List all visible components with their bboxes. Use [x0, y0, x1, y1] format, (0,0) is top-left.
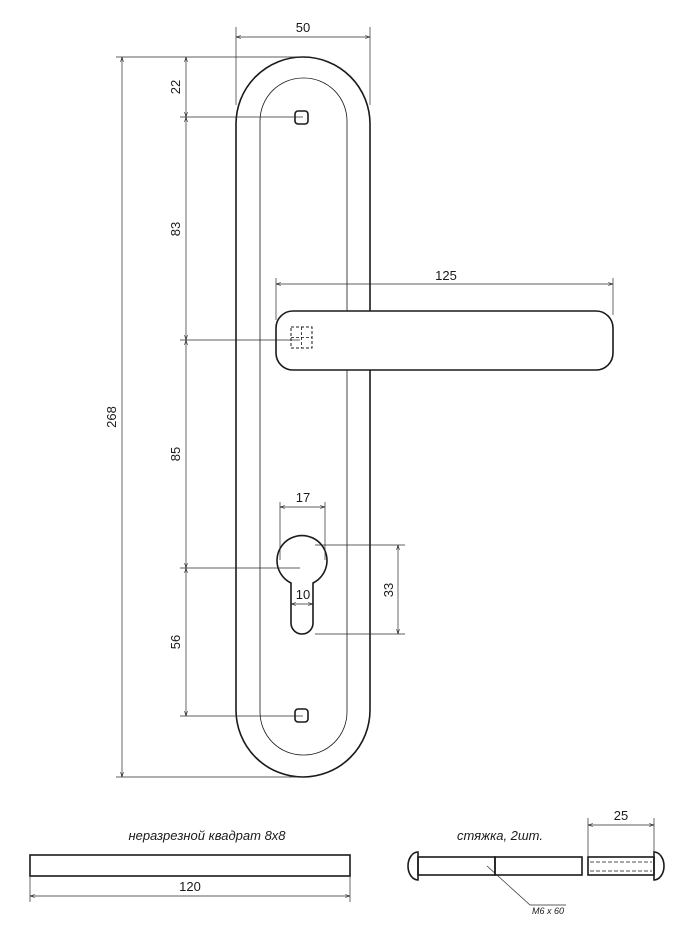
- bolts-caption: стяжка, 2шт.: [457, 828, 543, 843]
- spindle-bar: неразрезной квадрат 8x8 120: [29, 828, 351, 902]
- dim-keyhole-to-screw-label: 56: [168, 635, 183, 649]
- dim-handle-length: 125: [275, 268, 614, 320]
- door-plate: [235, 56, 371, 778]
- dim-handle-to-keyhole-label: 85: [168, 447, 183, 461]
- dim-total-height-label: 268: [104, 406, 119, 428]
- sleeve-length-label: 25: [614, 808, 628, 823]
- bolt-spec-label: M6 x 60: [532, 906, 564, 916]
- dim-keyhole-slot: 10: [291, 587, 313, 604]
- dim-keyhole-slot-label: 10: [296, 587, 310, 602]
- dim-keyhole-height: 33: [315, 544, 405, 635]
- dim-keyhole-width: 17: [279, 490, 326, 560]
- dim-keyhole-height-label: 33: [381, 583, 396, 597]
- plate-inner-outline: [259, 77, 348, 756]
- spindle-caption: неразрезной квадрат 8x8: [128, 828, 286, 843]
- top-screw-hole: [294, 110, 309, 125]
- bolt-assembly: стяжка, 2шт. M6 x 60 25: [407, 808, 665, 916]
- dim-plate-width: 50: [235, 20, 371, 105]
- bottom-screw-hole: [294, 708, 309, 723]
- dim-keyhole-width-label: 17: [296, 490, 310, 505]
- dim-screw-to-handle: 83: [168, 117, 186, 340]
- screw-head: [407, 851, 419, 881]
- dim-total-height: 268: [104, 57, 122, 777]
- keyhole: [276, 534, 328, 635]
- sleeve-head: [653, 851, 665, 881]
- spindle-length-label: 120: [179, 879, 201, 894]
- dim-plate-width-label: 50: [296, 20, 310, 35]
- dim-handle-to-keyhole: 85: [168, 340, 186, 568]
- dim-top-to-screw: 22: [168, 57, 186, 117]
- dim-handle-length-label: 125: [435, 268, 457, 283]
- dim-top-to-screw-label: 22: [168, 80, 183, 94]
- plate-outline: [235, 56, 371, 778]
- lever-handle: [275, 310, 614, 371]
- handle-outline: [275, 310, 614, 371]
- dim-keyhole-to-screw: 56: [168, 568, 186, 716]
- spindle-square-icon: [290, 326, 313, 349]
- dim-screw-to-handle-label: 83: [168, 222, 183, 236]
